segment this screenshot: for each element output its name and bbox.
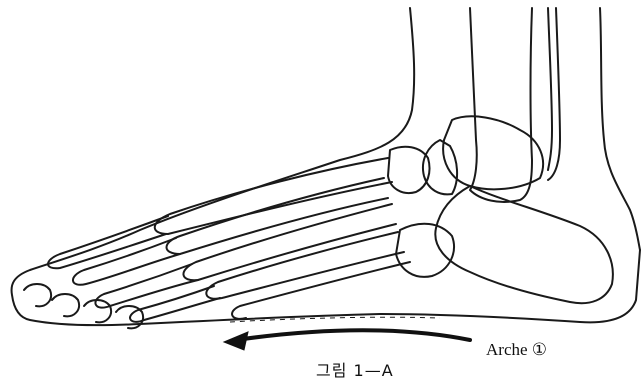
phalanx-3 [95,264,198,308]
tibia-bone [470,8,532,202]
metatarsal-5 [232,262,410,319]
metatarsal-1 [155,158,392,234]
arch-label: Arche ① [486,340,547,360]
talus-bone [443,116,543,189]
cuboid-bone [396,224,454,277]
heel-outline [600,8,640,250]
arch-arrow-head [224,332,248,350]
calcaneus-bone [435,186,613,303]
arch-arrow [236,330,470,340]
figure-caption: 그림 1—A [316,357,394,381]
fibula-bone [548,8,560,180]
navicular-bone [423,140,457,194]
